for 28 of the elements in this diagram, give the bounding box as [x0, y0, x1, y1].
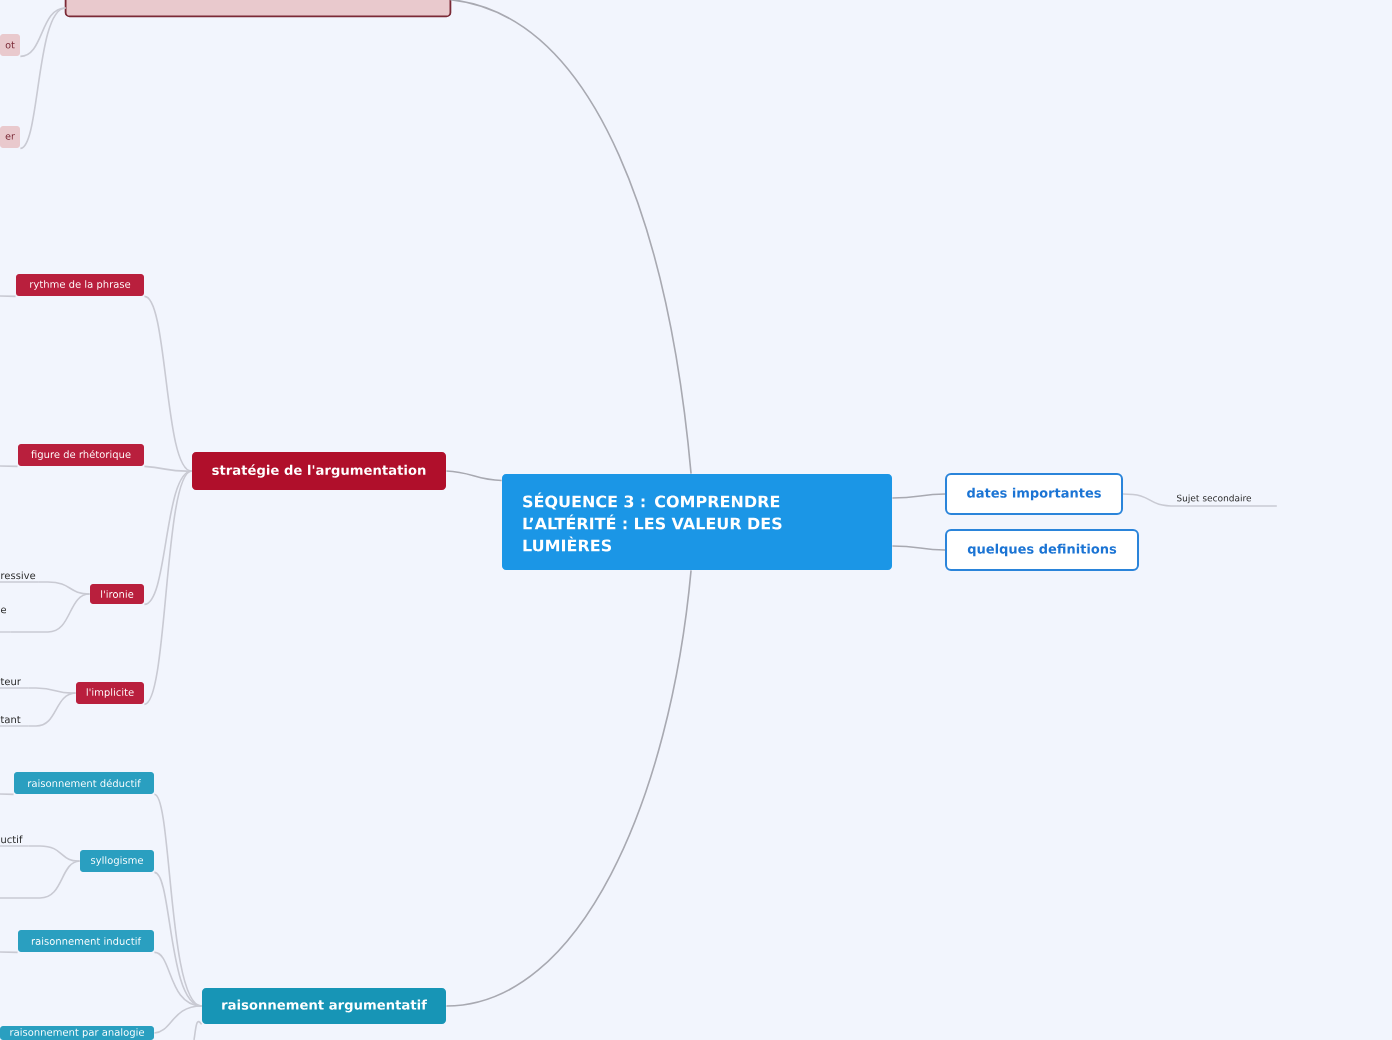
branch-line: [0, 465, 19, 468]
branch-line: [10, 593, 91, 633]
branch-line: [19, 7, 67, 58]
branch-line: [143, 465, 193, 472]
branch-line: [153, 951, 203, 1007]
branch-line: [891, 493, 946, 499]
branch-line: [1122, 493, 1177, 507]
branch-line: [143, 470, 193, 606]
central-topic-box: SÉQUENCE 3 : COMPRENDRE L’ALTÉRITÉ : LES VALEUR DES LUMIÈRES: [502, 474, 892, 570]
branch-line: [445, 470, 503, 482]
branch-line: [153, 1005, 203, 1034]
branch-line: [38, 581, 91, 595]
branch-line: [0, 951, 19, 954]
branch-line: [891, 545, 946, 551]
branch-line: [19, 7, 67, 150]
branch-line: [28, 687, 77, 694]
branch-line: [0, 295, 17, 298]
topic-box: [64, 0, 452, 18]
branch-line: [193, 1020, 203, 1040]
branch-line: [0, 793, 15, 796]
branch-line: [28, 845, 81, 862]
branch-line: [153, 793, 203, 1007]
branch-line: [143, 295, 193, 472]
branch-line: [28, 692, 77, 727]
branch-line: [445, 569, 692, 1007]
branch-line: [143, 470, 193, 706]
branch-line: [0, 860, 81, 899]
branch-line: [449, 0, 692, 475]
